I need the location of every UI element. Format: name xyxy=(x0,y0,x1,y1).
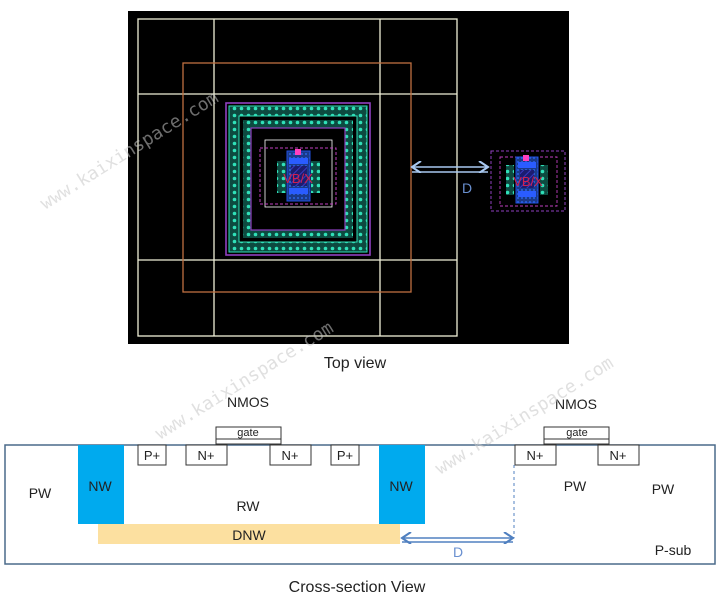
nwell-right xyxy=(379,445,425,524)
nplus-1-label: N+ xyxy=(198,448,215,463)
pw-left-label: PW xyxy=(29,485,52,501)
pw-mid-label: PW xyxy=(564,478,587,494)
pplus-diffusion-1 xyxy=(137,444,167,466)
nplus-3-label: N+ xyxy=(527,448,544,463)
vbx-label-left: VB/X xyxy=(283,171,313,186)
top-view: VB/X D VB/X Top view xyxy=(128,11,569,372)
nwell-left xyxy=(78,445,124,524)
nwell-left-label: NW xyxy=(88,478,112,494)
nplus-diffusion-2 xyxy=(269,444,312,466)
nwell-right-label: NW xyxy=(389,478,413,494)
nplus-2-label: N+ xyxy=(282,448,299,463)
nplus-diffusion-1 xyxy=(185,444,228,466)
cross-section: DNW NW NW P+ N+ N+ P+ gate NMOS RW PW N+… xyxy=(4,394,716,596)
nplus-diffusion-4 xyxy=(597,444,640,466)
nmos-right-label: NMOS xyxy=(555,396,597,412)
top-view-caption: Top view xyxy=(324,355,387,372)
nplus-diffusion-3 xyxy=(514,444,557,466)
deep-nwell-outline xyxy=(182,62,412,293)
layout-grid xyxy=(137,18,458,337)
psub-label: P-sub xyxy=(655,542,692,558)
pplus-2-label: P+ xyxy=(337,448,353,463)
gate-oxide-right xyxy=(543,438,610,445)
standalone-device-block: VB/X xyxy=(490,150,566,212)
pplus-1-label: P+ xyxy=(144,448,160,463)
distance-label-bottom: D xyxy=(453,544,463,560)
nmos-left-label: NMOS xyxy=(227,394,269,410)
gate-right-label: gate xyxy=(566,427,587,439)
nplus-4-label: N+ xyxy=(610,448,627,463)
pw-right-label: PW xyxy=(652,481,675,497)
cross-section-caption: Cross-section View xyxy=(289,579,426,596)
dnw-region xyxy=(98,524,400,544)
gate-oxide-left xyxy=(215,438,282,445)
dnw-label: DNW xyxy=(232,527,266,543)
distance-label-top: D xyxy=(462,180,472,196)
vbx-label-right: VB/X xyxy=(513,174,543,189)
rw-label: RW xyxy=(236,498,260,514)
pplus-diffusion-2 xyxy=(330,444,360,466)
gate-left-label: gate xyxy=(237,427,258,439)
isolated-device-block: VB/X xyxy=(225,102,371,256)
